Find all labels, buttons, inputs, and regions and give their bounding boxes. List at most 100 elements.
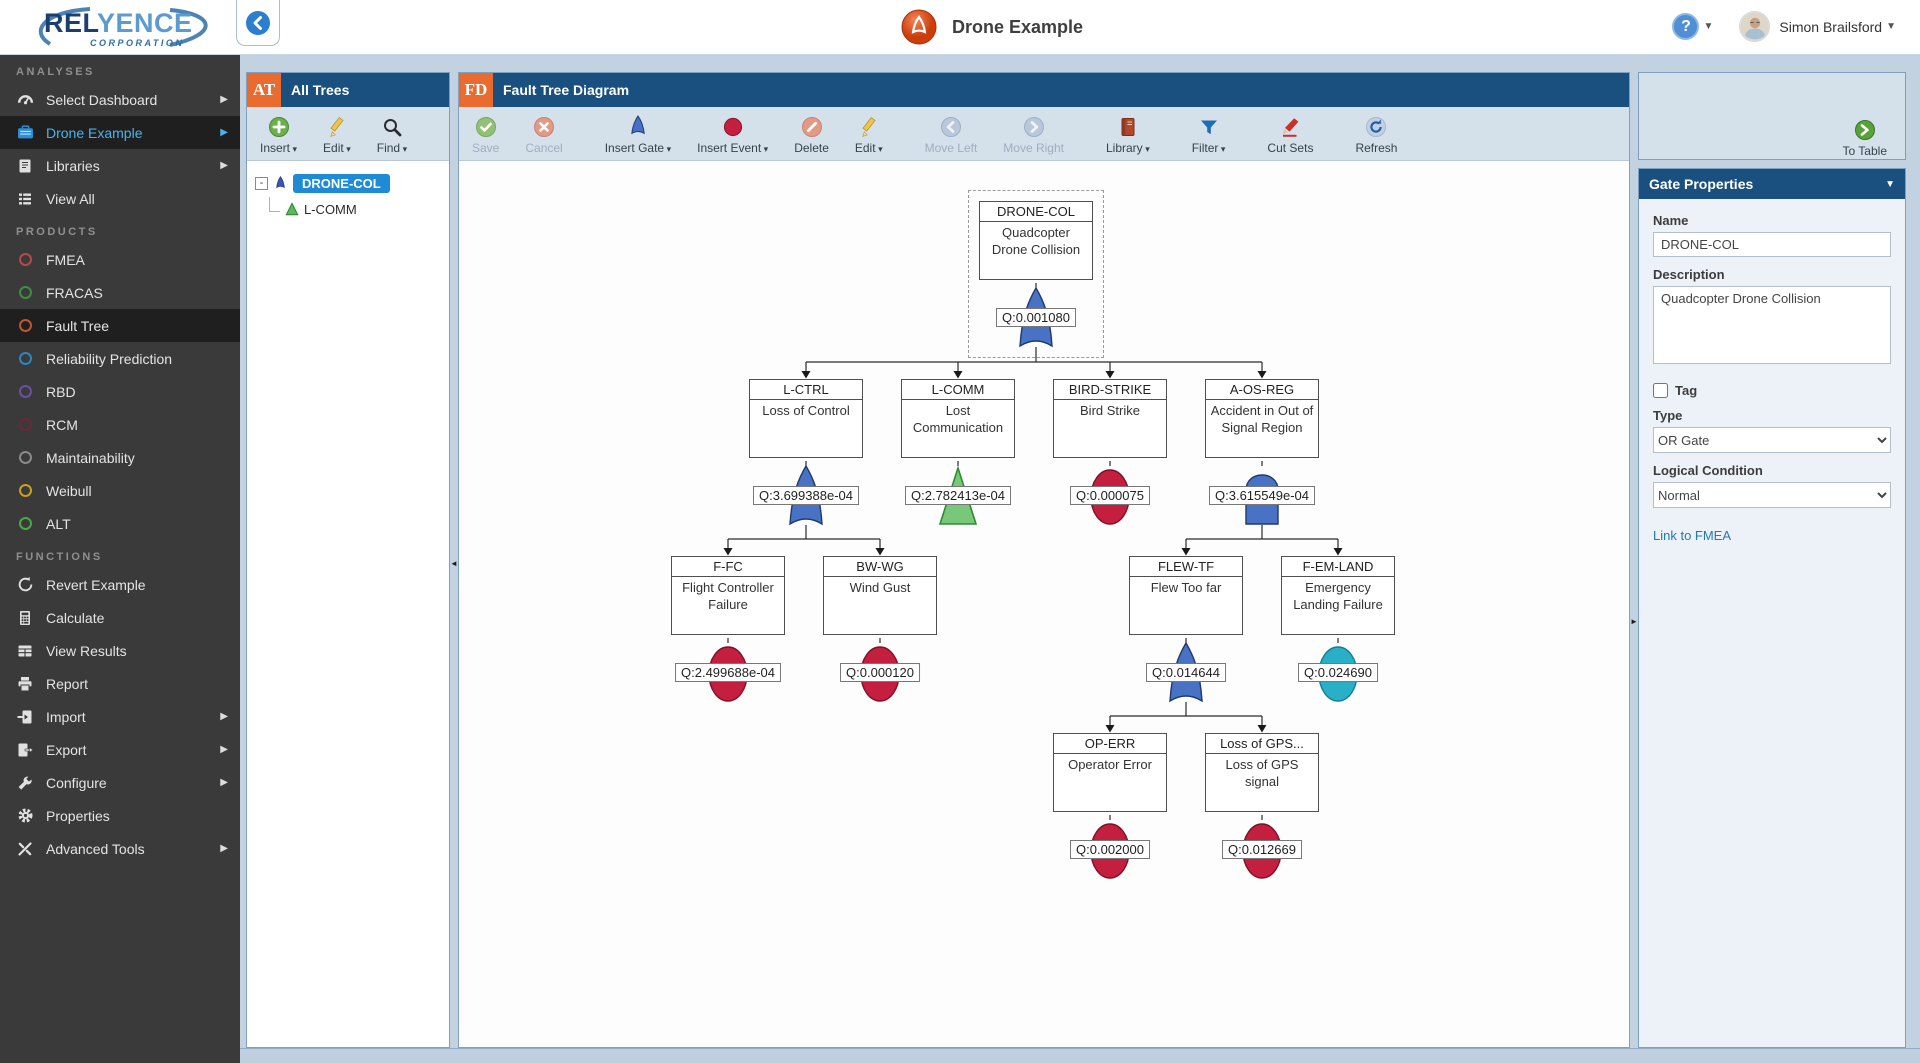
logical-condition-label: Logical Condition	[1653, 463, 1763, 478]
sidebar-item-label: FRACAS	[46, 284, 103, 301]
insert-button[interactable]: Insert ▾	[247, 112, 310, 156]
node-id-label: Loss of GPS...	[1206, 734, 1318, 754]
avatar-image	[1740, 12, 1770, 41]
tag-checkbox[interactable]	[1653, 383, 1668, 398]
sidebar-item-drone-example[interactable]: Drone Example▶	[0, 116, 240, 149]
sidebar-item-label: Drone Example	[46, 124, 143, 141]
cancel-icon	[533, 115, 555, 139]
name-label: Name	[1653, 213, 1689, 228]
sidebar-item-rcm[interactable]: RCM	[0, 408, 240, 441]
type-select[interactable]: OR Gate	[1653, 427, 1891, 453]
sidebar-item-configure[interactable]: Configure▶	[0, 766, 240, 799]
sidebar-item-reliability-prediction[interactable]: Reliability Prediction	[0, 342, 240, 375]
dropdown-caret-icon: ▾	[343, 143, 351, 154]
sidebar-item-label: Report	[46, 675, 89, 692]
user-name[interactable]: Simon Brailsford	[1779, 18, 1883, 35]
view-results-icon	[15, 643, 35, 659]
tree-item-drone-col[interactable]: -DRONE-COL	[247, 170, 449, 196]
library-button[interactable]: Library ▾	[1093, 112, 1163, 156]
sidebar-item-alt[interactable]: ALT	[0, 507, 240, 540]
q-value-label: Q:3.615549e-04	[1209, 486, 1315, 505]
sidebar-item-fracas[interactable]: FRACAS	[0, 276, 240, 309]
sidebar-item-label: FMEA	[46, 251, 85, 268]
delete-button[interactable]: Delete	[781, 112, 842, 156]
product-ring	[18, 484, 32, 497]
sidebar-item-fault-tree[interactable]: Fault Tree	[0, 309, 240, 342]
chevron-right-icon: ▶	[220, 94, 228, 105]
left-panel-splitter[interactable]: ◄	[450, 558, 458, 568]
filter-button[interactable]: Filter ▾	[1179, 112, 1239, 156]
sidebar-item-revert-example[interactable]: Revert Example	[0, 568, 240, 601]
back-button[interactable]	[236, 0, 280, 46]
refresh-button[interactable]: Refresh	[1342, 112, 1410, 156]
sidebar-item-label: RCM	[46, 416, 78, 433]
help-menu-caret[interactable]: ▼	[1703, 21, 1714, 32]
sidebar-item-import[interactable]: Import▶	[0, 700, 240, 733]
libraries-icon	[15, 158, 35, 174]
sidebar-item-maintainability[interactable]: Maintainability	[0, 441, 240, 474]
all-trees-toolbar: Insert ▾Edit ▾ Find ▾	[247, 107, 449, 161]
product-ring	[18, 385, 32, 398]
sidebar-item-properties[interactable]: Properties	[0, 799, 240, 832]
fault-tree-node-loss-of-gps[interactable]: Loss of GPS...Loss of GPS signal	[1205, 733, 1319, 812]
move-left-button: Move Left	[912, 112, 991, 156]
diagram-title: Fault Tree Diagram	[503, 82, 630, 98]
find-button[interactable]: Find ▾	[364, 112, 420, 156]
sidebar-item-view-all[interactable]: View All	[0, 182, 240, 215]
toolbar-button-label: Edit ▾	[854, 140, 883, 155]
sidebar-section-analyses: ANALYSES	[16, 66, 95, 78]
help-button[interactable]: ?	[1672, 13, 1700, 40]
rbd-ring-icon	[15, 385, 35, 398]
toolbar-button-label: Find ▾	[376, 140, 408, 155]
weibull-ring-icon	[15, 484, 35, 497]
description-field[interactable]: Quadcopter Drone Collision	[1653, 286, 1891, 364]
edit-button[interactable]: Edit ▾	[310, 112, 364, 156]
link-to-fmea[interactable]: Link to FMEA	[1653, 528, 1732, 543]
sidebar-item-export[interactable]: Export▶	[0, 733, 240, 766]
tree-item-l-comm[interactable]: L-COMM	[247, 196, 449, 222]
product-ring	[18, 319, 32, 332]
sidebar-item-fmea[interactable]: FMEA	[0, 243, 240, 276]
gate-properties-header: Gate Properties ▼	[1639, 169, 1905, 199]
logical-condition-select[interactable]: Normal	[1653, 482, 1891, 508]
insert-gate-button[interactable]: Insert Gate ▾	[592, 112, 684, 156]
sidebar-item-view-results[interactable]: View Results	[0, 634, 240, 667]
description-label: Description	[1653, 267, 1725, 282]
user-avatar[interactable]	[1739, 11, 1771, 42]
sidebar-item-advanced-tools[interactable]: Advanced Tools▶	[0, 832, 240, 865]
right-panel-splitter[interactable]: ►	[1630, 616, 1638, 626]
chevron-right-icon: ▶	[220, 843, 228, 854]
sidebar-item-report[interactable]: Report	[0, 667, 240, 700]
cut-sets-button[interactable]: Cut Sets	[1254, 112, 1326, 156]
tree-collapse-toggle[interactable]: -	[255, 176, 268, 190]
to-table-label: To Table	[1842, 144, 1887, 158]
collapse-panel-caret[interactable]: ▼	[1885, 178, 1895, 190]
sidebar-item-rbd[interactable]: RBD	[0, 375, 240, 408]
sidebar-item-weibull[interactable]: Weibull	[0, 474, 240, 507]
name-field[interactable]	[1653, 232, 1891, 257]
fmea-ring-icon	[15, 253, 35, 266]
sidebar-item-select-dashboard[interactable]: Select Dashboard▶	[0, 83, 240, 116]
sidebar-item-label: Weibull	[46, 482, 92, 499]
q-value-label: Q:2.782413e-04	[905, 486, 1011, 505]
node-id-label: DRONE-COL	[980, 202, 1092, 222]
user-menu-caret[interactable]: ▼	[1886, 21, 1896, 32]
alt-ring-icon	[15, 517, 35, 530]
insert-event-button[interactable]: Insert Event ▾	[684, 112, 781, 156]
sidebar-item-calculate[interactable]: Calculate	[0, 601, 240, 634]
to-table-button[interactable]: To Table	[1830, 115, 1905, 159]
properties-icon	[15, 807, 35, 824]
edit-button[interactable]: Edit ▾	[842, 112, 896, 156]
sidebar-item-libraries[interactable]: Libraries▶	[0, 149, 240, 182]
